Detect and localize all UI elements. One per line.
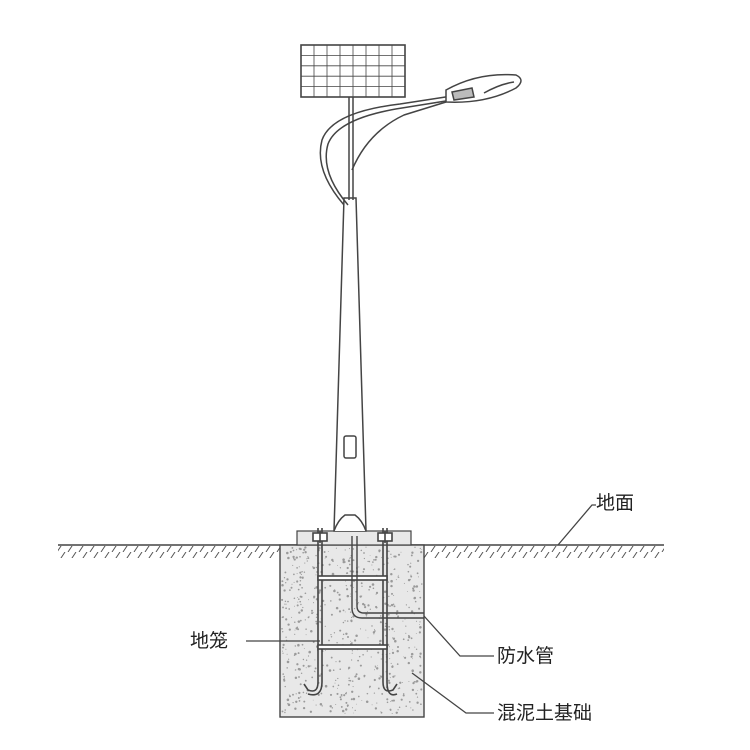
- label-ground: 地面: [596, 492, 635, 514]
- solar-panel: [300, 44, 406, 98]
- label-cage: 地笼: [190, 630, 229, 652]
- leader-lines: [246, 504, 596, 714]
- lamp-head: [445, 73, 522, 103]
- waterproof-conduit: [351, 536, 424, 619]
- label-conduit: 防水管: [497, 645, 555, 667]
- label-foundation: 混泥土基础: [497, 702, 593, 724]
- lamp-arm: [319, 95, 453, 206]
- lamp-pole: [333, 95, 367, 532]
- ground-surface: [58, 544, 664, 558]
